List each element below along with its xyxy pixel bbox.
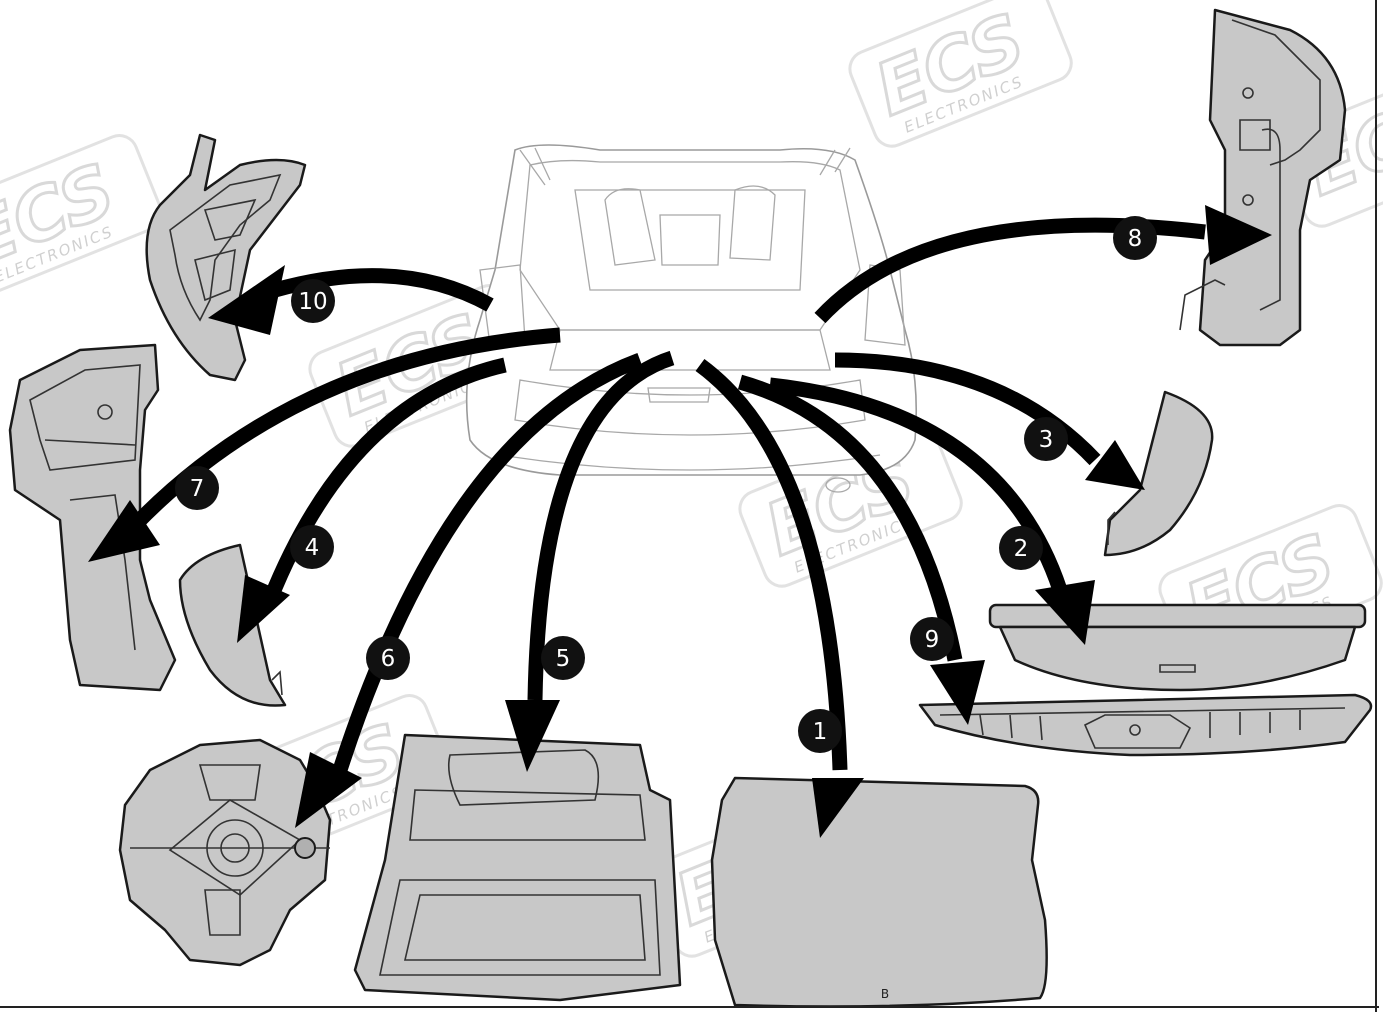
callout-4: 4 (290, 525, 334, 569)
callout-9-label: 9 (925, 627, 940, 653)
callout-4-label: 4 (305, 535, 320, 561)
part-9-sill-protector (920, 695, 1371, 755)
watermark: ECS ELECTRONICS (0, 130, 167, 301)
callout-6: 6 (366, 636, 410, 680)
callout-7: 7 (175, 466, 219, 510)
part-1-cargo-floor: B (712, 778, 1047, 1006)
callout-5-label: 5 (556, 646, 571, 672)
bottom-frame-border (0, 1006, 1379, 1008)
part-10-side-trim (147, 135, 305, 380)
callout-1: 1 (798, 709, 842, 753)
right-frame-border (1375, 0, 1377, 1012)
floor-panel-mark: B (881, 987, 889, 1001)
part-4-left-cover (180, 545, 285, 706)
part-2-tonneau-cover (990, 605, 1365, 690)
callout-3-label: 3 (1039, 427, 1054, 453)
callout-3: 3 (1024, 417, 1068, 461)
callout-8: 8 (1113, 216, 1157, 260)
callout-10-label: 10 (298, 289, 327, 315)
callout-9: 9 (910, 617, 954, 661)
callout-7-label: 7 (190, 476, 205, 502)
callout-6-label: 6 (381, 646, 396, 672)
callout-10: 10 (291, 279, 335, 323)
arrow-3-head (1085, 440, 1145, 490)
watermark: ECS ELECTRONICS (845, 0, 1077, 152)
callout-2-label: 2 (1014, 536, 1029, 562)
callout-2: 2 (999, 526, 1043, 570)
callout-5: 5 (541, 636, 585, 680)
callout-1-label: 1 (813, 719, 828, 745)
part-5-floor-tray (355, 735, 680, 1000)
callout-8-label: 8 (1128, 226, 1143, 252)
part-6-jack-tray (120, 740, 330, 965)
